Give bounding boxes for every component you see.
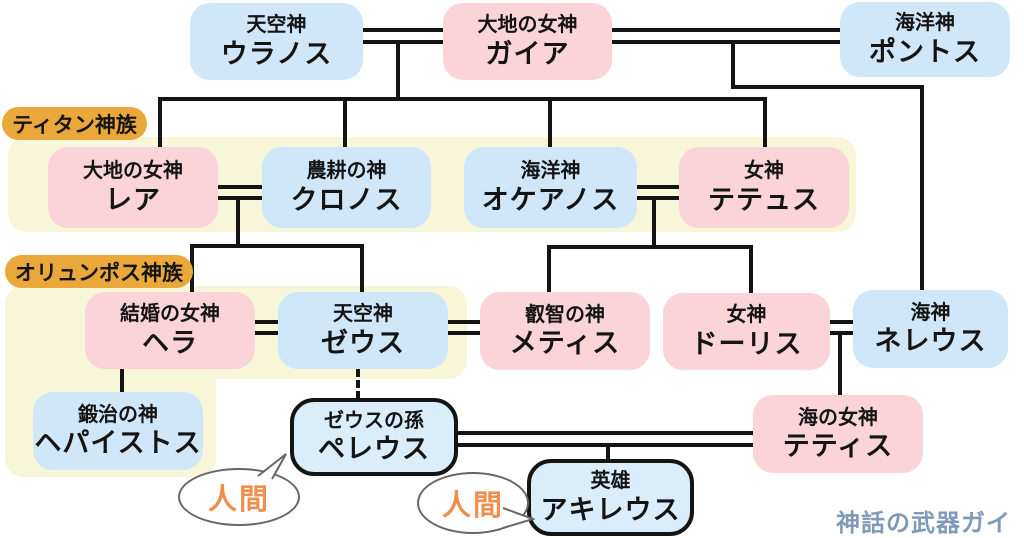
dashed-line-zeus-peleus bbox=[356, 369, 360, 399]
node-achilles: 英雄 アキレウス bbox=[527, 459, 694, 536]
union-line-rhea-kronos-bottom bbox=[218, 196, 262, 200]
speech-bubble-tail-icon bbox=[502, 507, 535, 529]
node-doris: 女神 ドーリス bbox=[663, 293, 830, 370]
node-gaia-role: 大地の女神 bbox=[477, 14, 578, 37]
node-hera-role: 結婚の女神 bbox=[120, 303, 220, 326]
node-doris-role: 女神 bbox=[726, 304, 767, 327]
drop-to-tethys bbox=[763, 97, 767, 149]
union-line-hera-zeus-bottom bbox=[255, 331, 279, 335]
node-uranos-name: ウラノス bbox=[220, 38, 333, 69]
node-zeus: 天空神 ゼウス bbox=[278, 292, 448, 369]
node-tethys-role: 女神 bbox=[744, 160, 784, 183]
union-line-gaia-pontos-top bbox=[612, 28, 842, 32]
node-nereus: 海神 ネレウス bbox=[853, 290, 1008, 368]
olympus-group-label: オリュンポス神族 bbox=[15, 261, 183, 285]
node-hera: 結婚の女神 ヘラ bbox=[85, 292, 255, 369]
node-tethys-name: テテュス bbox=[708, 184, 820, 215]
node-gaia-name: ガイア bbox=[485, 38, 570, 69]
node-thetis-role: 海の女神 bbox=[798, 406, 878, 429]
node-hephaistos: 鍛治の神 ヘパイストス bbox=[33, 392, 203, 470]
union-line-okeanos-tethys-top bbox=[637, 185, 679, 189]
drop-to-kronos bbox=[343, 97, 347, 149]
children-rail-titans bbox=[158, 97, 767, 101]
union-line-zeus-metis-top bbox=[448, 320, 480, 324]
node-metis: 叡智の神 メティス bbox=[480, 292, 650, 370]
node-tethys: 女神 テテュス bbox=[679, 147, 849, 228]
node-rhea: 大地の女神 レア bbox=[48, 147, 218, 228]
node-metis-name: メティス bbox=[509, 328, 621, 359]
titan-group-label: ティタン神族 bbox=[12, 113, 137, 137]
node-zeus-role: 天空神 bbox=[333, 303, 393, 326]
site-watermark: 神話の武器ガイド bbox=[836, 510, 1011, 537]
node-rhea-role: 大地の女神 bbox=[83, 160, 183, 183]
node-peleus-name: ペレウス bbox=[318, 434, 430, 465]
node-pontos-role: 海洋神 bbox=[895, 12, 955, 35]
rail-gaia-pontos-child bbox=[731, 85, 924, 89]
node-hephaistos-role: 鍛治の神 bbox=[78, 403, 158, 426]
union-line-uranos-gaia-bottom bbox=[363, 40, 443, 44]
node-achilles-name: アキレウス bbox=[540, 494, 681, 525]
drop-gaia-pontos-child bbox=[731, 40, 735, 89]
node-uranos: 天空神 ウラノス bbox=[190, 3, 363, 80]
titan-group-badge: ティタン神族 bbox=[2, 107, 147, 140]
children-rail-olympians bbox=[190, 244, 364, 248]
drop-uranos-gaia-children bbox=[396, 40, 400, 97]
olympus-group-badge: オリュンポス神族 bbox=[5, 255, 193, 288]
drop-to-zeus bbox=[360, 244, 364, 294]
speech-bubble-achilles-human: 人間 bbox=[417, 472, 535, 538]
union-line-gaia-pontos-bottom bbox=[612, 40, 842, 44]
node-uranos-role: 天空神 bbox=[246, 14, 307, 37]
node-okeanos: 海洋神 オケアノス bbox=[464, 147, 637, 228]
union-line-hera-zeus-top bbox=[255, 320, 279, 324]
node-rhea-name: レア bbox=[105, 184, 161, 215]
drop-to-achilles bbox=[606, 443, 610, 460]
node-zeus-name: ゼウス bbox=[321, 327, 405, 358]
node-doris-name: ドーリス bbox=[690, 328, 803, 359]
node-okeanos-role: 海洋神 bbox=[520, 160, 581, 183]
node-peleus-role: ゼウスの孫 bbox=[324, 409, 424, 432]
drop-to-rhea bbox=[158, 97, 162, 149]
node-kronos-role: 農耕の神 bbox=[306, 160, 387, 183]
node-achilles-role: 英雄 bbox=[590, 470, 631, 493]
drop-to-metis bbox=[547, 245, 551, 294]
node-hera-name: ヘラ bbox=[142, 327, 198, 358]
node-hephaistos-name: ヘパイストス bbox=[34, 428, 202, 459]
node-thetis-name: テティス bbox=[782, 431, 894, 462]
node-pontos: 海洋神 ポントス bbox=[840, 2, 1010, 77]
union-line-uranos-gaia-top bbox=[363, 28, 443, 32]
drop-to-nereus bbox=[920, 85, 924, 292]
union-line-doris-nereus-top bbox=[830, 320, 854, 324]
node-okeanos-name: オケアノス bbox=[481, 184, 620, 215]
node-pontos-name: ポントス bbox=[869, 36, 981, 67]
node-peleus: ゼウスの孫 ペレウス bbox=[290, 398, 458, 476]
children-rail-okeanids bbox=[547, 245, 753, 249]
drop-to-thetis bbox=[838, 331, 842, 395]
union-line-okeanos-tethys-bottom bbox=[637, 196, 679, 200]
union-line-rhea-kronos-top bbox=[218, 185, 262, 189]
node-nereus-name: ネレウス bbox=[874, 326, 987, 357]
node-kronos: 農耕の神 クロノス bbox=[262, 147, 431, 228]
drop-to-okeanos bbox=[548, 97, 552, 149]
union-line-peleus-thetis-top bbox=[456, 431, 753, 435]
drop-to-doris bbox=[749, 245, 753, 295]
union-line-zeus-metis-bottom bbox=[448, 331, 480, 335]
speech-bubble-peleus-human: 人間 bbox=[178, 452, 304, 526]
node-thetis: 海の女神 テティス bbox=[753, 395, 923, 473]
human-label-peleus: 人間 bbox=[178, 468, 300, 526]
drop-okeanos-tethys-children bbox=[652, 196, 656, 247]
drop-rhea-kronos-children bbox=[236, 196, 240, 246]
drop-to-hephaistos bbox=[120, 369, 124, 393]
union-line-peleus-thetis-bottom bbox=[456, 443, 753, 447]
node-kronos-name: クロノス bbox=[290, 184, 403, 215]
node-nereus-role: 海神 bbox=[910, 301, 951, 324]
union-line-doris-nereus-bottom bbox=[830, 331, 854, 335]
node-metis-role: 叡智の神 bbox=[525, 303, 605, 326]
speech-bubble-tail-icon bbox=[257, 453, 287, 480]
node-gaia: 大地の女神 ガイア bbox=[443, 3, 612, 80]
